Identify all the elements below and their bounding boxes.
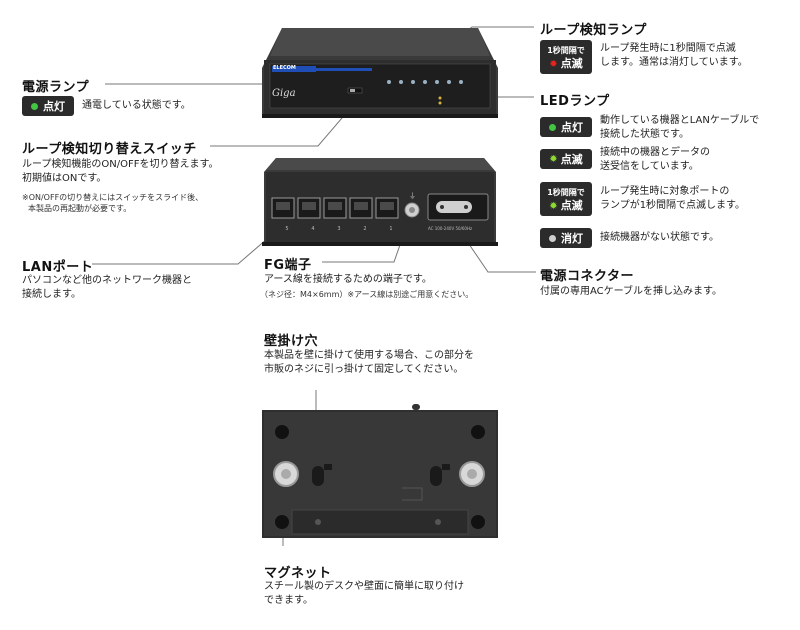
power-lamp-badge: 点灯 xyxy=(22,96,74,116)
loop-lamp-desc-1: ループ発生時に1秒間隔で点滅 xyxy=(600,43,736,54)
wall-hole-right xyxy=(430,464,450,486)
model-logo: Giga xyxy=(272,88,296,99)
port-number: 2 xyxy=(363,226,367,232)
magnet-desc-1: スチール製のデスクや壁面に簡単に取り付け xyxy=(264,581,464,592)
green-dot-icon xyxy=(31,102,38,110)
lan-port-desc-1: パソコンなど他のネットワーク機器と xyxy=(22,275,192,286)
green-dot-icon xyxy=(549,123,556,131)
power-connector-title: 電源コネクター xyxy=(540,269,634,284)
loop-lamp-badge-top: 1秒間隔で xyxy=(547,45,585,55)
port-number: 3 xyxy=(337,226,341,232)
led-loop-desc-1: ループ発生時に対象ポートの xyxy=(600,186,730,197)
led-off-badge-label: 消灯 xyxy=(561,232,583,245)
wall-hole-desc-2: 市販のネジに引っ掛けて固定してください。 xyxy=(264,364,464,375)
red-blink-icon: ✹ xyxy=(549,58,558,70)
loop-switch-title: ループ検知切り替えスイッチ xyxy=(22,142,197,157)
fg-terminal-title: FG端子 xyxy=(264,258,312,273)
led-loop-desc-2: ランプが1秒間隔で点滅します。 xyxy=(600,200,746,211)
power-lamp-desc: 通電している状態です。 xyxy=(82,100,191,111)
brand-label-bar xyxy=(272,66,316,72)
wall-hole-left xyxy=(312,464,332,486)
loop-switch-note-2: 本製品の再起動が必要です。 xyxy=(28,204,132,213)
fg-terminal-desc: アース線を接続するための端子です。 xyxy=(264,274,432,285)
brand-label: ELECOM xyxy=(273,65,296,71)
power-led-icon xyxy=(438,96,442,100)
device-front-view xyxy=(262,28,498,118)
lan-port-desc-2: 接続します。 xyxy=(22,289,81,300)
led-off-badge: 消灯 xyxy=(540,228,592,248)
led-lit-badge-label: 点灯 xyxy=(561,121,583,134)
device-rear-view: ⏚ xyxy=(262,158,498,246)
led-lamp-title: LEDランプ xyxy=(540,94,610,109)
port-number: 1 xyxy=(389,226,393,232)
loop-switch-desc-2: 初期値はONです。 xyxy=(22,173,107,184)
port-number-labels: 5 4 3 2 1 xyxy=(274,226,404,232)
led-blink-desc-2: 送受信をしています。 xyxy=(600,161,699,172)
loop-lamp-title: ループ検知ランプ xyxy=(540,23,647,38)
led-blink-badge: ✹ 点滅 xyxy=(540,149,592,169)
fg-terminal-note: （ネジ径：M4×6mm）※アース線は別途ご用意ください。 xyxy=(260,290,474,299)
power-connector-desc: 付属の専用ACケーブルを挿し込みます。 xyxy=(540,286,723,297)
leader-loop-switch xyxy=(210,103,355,147)
loop-lamp-badge-label: 点滅 xyxy=(560,56,583,70)
wall-hole-title: 壁掛け穴 xyxy=(264,334,319,349)
leader-lan-port xyxy=(92,225,283,265)
led-off-desc-1: 接続機器がない状態です。 xyxy=(600,232,719,243)
power-rating-label: AC 100-240V 50/60Hz xyxy=(428,226,473,231)
magnet-title: マグネット xyxy=(264,566,332,581)
green-blink-icon: ✹ xyxy=(549,153,558,165)
led-lit-desc-1: 動作している機器とLANケーブルで xyxy=(600,115,760,126)
loop-switch-desc-1: ループ検知機能のON/OFFを切り替えます。 xyxy=(22,159,219,170)
loop-lamp-desc-2: します。通常は消灯しています。 xyxy=(600,57,748,68)
led-blink-desc-1: 接続中の機器とデータの xyxy=(600,147,710,158)
power-lamp-title: 電源ランプ xyxy=(22,80,90,95)
led-lit-badge: 点灯 xyxy=(540,117,592,137)
lan-port-title: LANポート xyxy=(22,260,94,275)
green-blink-icon: ✹ xyxy=(549,200,558,212)
wall-hole-desc-1: 本製品を壁に掛けて使用する場合、この部分を xyxy=(264,350,474,361)
led-lit-desc-2: 接続した状態です。 xyxy=(600,129,689,140)
device-bottom-view xyxy=(262,404,498,538)
grey-dot-icon xyxy=(549,234,556,242)
led-blink-badge-label: 点滅 xyxy=(560,153,583,166)
loop-switch-note-1: ※ON/OFFの切り替えにはスイッチをスライド後、 xyxy=(22,193,204,202)
led-loop-badge-label: 点滅 xyxy=(560,198,583,212)
power-lamp-badge-label: 点灯 xyxy=(43,100,65,113)
loop-lamp-badge: 1秒間隔で ✹点滅 xyxy=(540,40,592,74)
svg-text:⏚: ⏚ xyxy=(409,192,416,200)
led-loop-badge: 1秒間隔で ✹点滅 xyxy=(540,182,592,216)
led-row xyxy=(387,80,463,84)
led-loop-badge-top: 1秒間隔で xyxy=(547,187,585,197)
magnet-desc-2: できます。 xyxy=(264,595,313,606)
port-number: 4 xyxy=(311,226,315,232)
port-number: 5 xyxy=(285,226,289,232)
